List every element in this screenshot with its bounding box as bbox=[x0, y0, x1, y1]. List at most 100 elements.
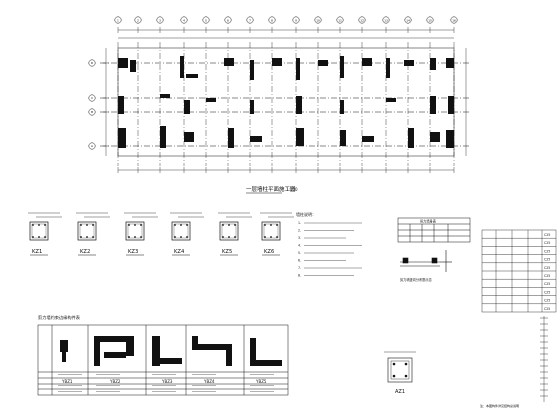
axis-number: 9 bbox=[295, 18, 297, 22]
axis-number: 11 bbox=[338, 18, 342, 22]
section-shape bbox=[94, 336, 134, 342]
wall-column-block bbox=[296, 128, 304, 146]
column-detail: KZ2 bbox=[76, 212, 110, 256]
note-line: 3. bbox=[298, 236, 301, 240]
wall-column-block bbox=[228, 128, 234, 148]
section-shape bbox=[250, 338, 256, 366]
axis-number: 7 bbox=[249, 18, 251, 22]
wall-column-block bbox=[186, 74, 198, 78]
axis-number: 13 bbox=[384, 18, 388, 22]
wall-column-block bbox=[118, 58, 128, 68]
wall-column-block bbox=[340, 100, 344, 114]
axis-number: 3 bbox=[159, 18, 161, 22]
axis-letter: B bbox=[91, 110, 93, 114]
note-line: 2. bbox=[298, 229, 301, 233]
wall-column-block bbox=[340, 56, 344, 78]
section-label: YBZ2 bbox=[109, 379, 121, 384]
column-label: KZ2 bbox=[80, 249, 90, 255]
concrete-grade: C25 bbox=[544, 290, 550, 294]
axis-bubble: 14 bbox=[404, 16, 412, 24]
wall-column-block bbox=[180, 56, 184, 78]
column-label: KZ1 bbox=[32, 249, 42, 255]
note-line: 1. bbox=[298, 221, 301, 225]
axis-letter: D bbox=[91, 61, 94, 65]
axis-bubble: B bbox=[88, 108, 96, 116]
wall-column-block bbox=[250, 60, 254, 80]
column-label: KZ6 bbox=[264, 249, 274, 255]
note-line: 6. bbox=[298, 259, 301, 263]
axis-number: 12 bbox=[360, 18, 364, 22]
note-line: 4. bbox=[298, 244, 301, 248]
note-line: 5. bbox=[298, 251, 301, 255]
wall-column-block bbox=[446, 58, 454, 68]
axis-bubble: 15 bbox=[426, 16, 434, 24]
axis-bubble: 10 bbox=[314, 16, 322, 24]
height-table-tail bbox=[540, 316, 548, 402]
concrete-grade: C25 bbox=[544, 282, 550, 286]
concrete-grade: C25 bbox=[544, 299, 550, 303]
wall-column-block bbox=[448, 96, 454, 114]
axis-number: 2 bbox=[137, 18, 139, 22]
notes-block: 墙柱说明： 1.2.3.4.5.6.7.8. bbox=[296, 211, 362, 278]
wall-column-block bbox=[206, 98, 216, 102]
concrete-grade: C25 bbox=[544, 274, 550, 278]
wall-column-block bbox=[430, 96, 436, 114]
axis-bubble: D bbox=[88, 59, 96, 67]
concrete-grade: C25 bbox=[544, 266, 550, 270]
axis-bubble: 16 bbox=[450, 16, 458, 24]
axis-bubble: 6 bbox=[224, 16, 232, 24]
column-detail: KZ6 bbox=[260, 212, 294, 256]
column-label: KZ5 bbox=[222, 249, 232, 255]
column-label: KZ3 bbox=[128, 249, 138, 255]
section-shape bbox=[152, 336, 160, 366]
concrete-grade: C25 bbox=[544, 233, 550, 237]
small-detail: AZ1 bbox=[384, 351, 416, 395]
wall-column-block bbox=[362, 136, 374, 142]
wall-column-block bbox=[362, 58, 372, 66]
axis-number: 5 bbox=[205, 18, 207, 22]
section-shape bbox=[62, 352, 66, 362]
wall-column-block bbox=[296, 96, 302, 114]
section-shape bbox=[192, 336, 198, 350]
axis-bubble: 7 bbox=[246, 16, 254, 24]
wall-column-block bbox=[430, 58, 436, 70]
concrete-grade: C25 bbox=[544, 249, 550, 253]
plan-scale: 1:100 bbox=[286, 187, 298, 192]
wall-column-block bbox=[404, 60, 414, 66]
section-shape bbox=[126, 342, 134, 356]
wall-column-block bbox=[272, 58, 282, 66]
section-shape bbox=[160, 358, 182, 364]
section-shape bbox=[192, 344, 232, 350]
section-shape bbox=[256, 360, 282, 366]
axis-bubble: 12 bbox=[358, 16, 366, 24]
axis-bubble: 11 bbox=[336, 16, 344, 24]
section-label: YBZ5 bbox=[255, 379, 267, 384]
wall-column-block bbox=[430, 132, 440, 142]
column-detail: KZ1 bbox=[28, 212, 62, 256]
wall-column-block bbox=[160, 126, 166, 148]
axis-number: 6 bbox=[227, 18, 229, 22]
concrete-grade: C25 bbox=[544, 241, 550, 245]
small-detail-label: AZ1 bbox=[395, 389, 405, 395]
wall-column-block bbox=[386, 98, 396, 102]
column-detail: KZ3 bbox=[124, 212, 158, 256]
wall-column-block bbox=[250, 136, 262, 142]
axis-number: 14 bbox=[406, 18, 410, 22]
wall-column-block bbox=[130, 60, 136, 72]
wall-column-block bbox=[184, 132, 194, 142]
axis-number: 16 bbox=[452, 18, 456, 22]
section-label: YBZ1 bbox=[61, 379, 73, 384]
notes-lines: 1.2.3.4.5.6.7.8. bbox=[298, 221, 362, 278]
wall-rebar-label: 剪力墙竖向分布筋示意 bbox=[400, 277, 432, 282]
section-shape bbox=[94, 342, 100, 366]
right-table: 剪力墙身表 bbox=[397, 217, 471, 243]
axis-bubble: 5 bbox=[202, 16, 210, 24]
column-label: KZ4 bbox=[174, 249, 185, 255]
axis-number: 15 bbox=[428, 18, 432, 22]
axis-bubble: 9 bbox=[292, 16, 300, 24]
wall-column-block bbox=[160, 94, 170, 98]
